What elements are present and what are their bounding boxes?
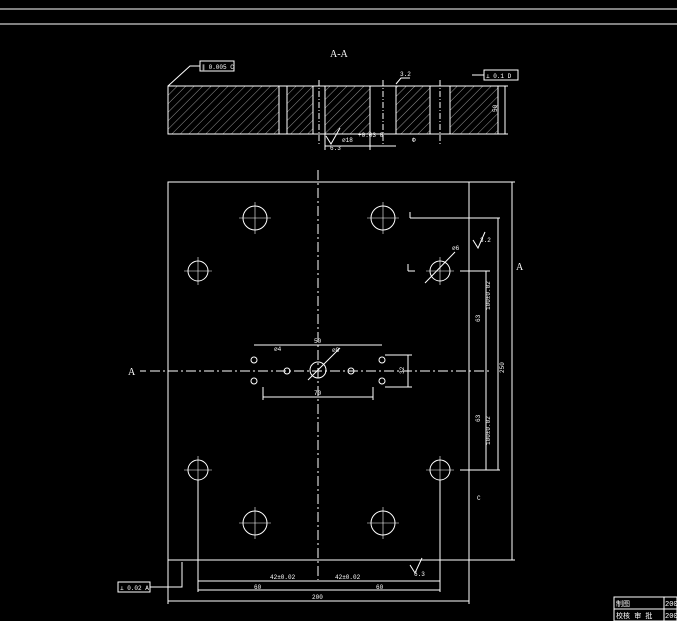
- section-circle-mark: Φ: [412, 137, 416, 144]
- corner-rough: 3.2: [480, 237, 491, 244]
- corner-hole-dim: ⌀6: [452, 245, 460, 252]
- title-block-r1c1: 制图: [616, 599, 630, 609]
- overall-height-dim: 250: [499, 362, 506, 373]
- title-block-r2c1: 校核 审 批: [616, 611, 652, 621]
- center-height-dim: 32: [399, 366, 406, 374]
- section-view: [167, 60, 519, 150]
- pitch-upper-dim: 63: [475, 314, 482, 322]
- section-mark-right: A: [516, 262, 524, 273]
- section-mark-left: A: [128, 367, 136, 378]
- overall-width-dim: 200: [312, 594, 323, 601]
- section-bore-tol: +0.03 0: [358, 132, 384, 139]
- title-block-r1c2: 200: [665, 601, 677, 609]
- plan-view: [117, 170, 515, 604]
- pitch-lower-dim: 63: [475, 414, 482, 422]
- section-title: A-A: [330, 49, 349, 60]
- half-lower-dim: 100±0.02: [485, 416, 492, 445]
- title-block-r2c2: 200: [665, 613, 677, 621]
- section-rough-top: 3.2: [400, 71, 411, 78]
- left-60-dim: 60: [254, 584, 262, 591]
- x-right-dim: 42±0.02: [335, 574, 361, 581]
- center-hole-dim: ⌀8: [332, 347, 340, 354]
- section-bore-dim: ⌀18: [342, 137, 353, 144]
- bottom-rough: 6.3: [414, 571, 425, 578]
- gdt-bottom-left: ⊥ 0.02 A: [120, 585, 149, 592]
- datum-small: C: [477, 495, 481, 502]
- right-60-dim: 60: [376, 584, 384, 591]
- title-block: [613, 596, 677, 621]
- gdt-top-right: ⊥ 0.1 D: [486, 73, 512, 80]
- center-hole: [309, 361, 327, 379]
- section-thickness-dim: 50: [492, 104, 499, 112]
- small-hole-dim: ⌀4: [274, 346, 282, 353]
- section-rough-bottom: 6.3: [330, 145, 341, 152]
- drawing-frame: [0, 8, 677, 25]
- center-width-bottom-dim: 70: [314, 390, 322, 397]
- half-upper-dim: 100±0.02: [485, 281, 492, 310]
- center-width-top-dim: 50: [314, 338, 322, 345]
- x-left-dim: 42±0.02: [270, 574, 296, 581]
- gdt-top-left: ∥ 0.005 C: [202, 64, 234, 71]
